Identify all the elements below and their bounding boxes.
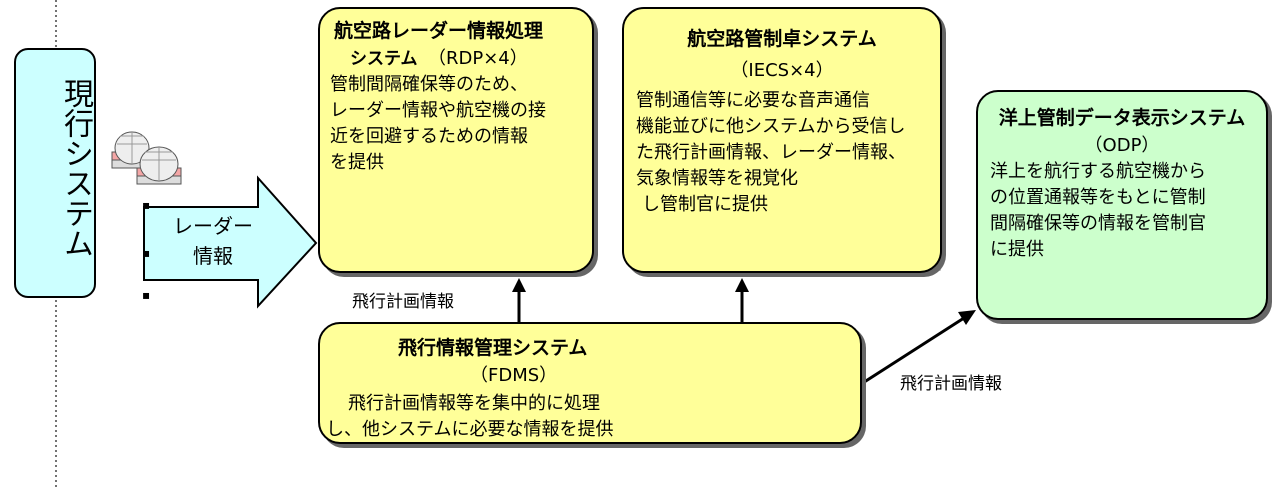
iecs-desc-4: 気象情報等を視覚化 (636, 168, 798, 189)
rdp-title-line1: 航空路レーダー情報処理 (334, 20, 544, 42)
iecs-desc-2: 機能並びに他システムから受信し (636, 116, 906, 137)
odp-desc-1: 洋上を航行する航空機から (990, 161, 1206, 182)
radar-dome-icon (136, 146, 182, 185)
fdms-title: 飛行情報管理システム (398, 337, 588, 359)
odp-box: 洋上管制データ表示システム （ODP） 洋上を航行する航空機から の位置通報等を… (976, 90, 1268, 320)
iecs-desc-5: し管制官に提供 (642, 194, 768, 215)
odp-desc-4: に提供 (990, 239, 1044, 260)
rdp-box: 航空路レーダー情報処理 システム （RDP×4） 管制間隔確保等のため、 レーダ… (318, 7, 594, 273)
rdp-title-line2: システム (350, 49, 418, 69)
rdp-desc-3: 近を回避するための情報 (330, 126, 528, 147)
rdp-desc-4: を提供 (330, 152, 384, 173)
current-system-label: 現行システム (14, 48, 96, 298)
fdms-desc-2: し、他システムに必要な情報を提供 (326, 419, 614, 440)
current-system-text: 現行システム (58, 78, 93, 258)
flight-plan-label-right: 飛行計画情報 (900, 374, 1002, 394)
rdp-code: （RDP×4） (428, 48, 528, 69)
odp-title: 洋上管制データ表示システム (998, 107, 1246, 129)
iecs-title: 航空路管制卓システム (687, 28, 877, 50)
iecs-desc-1: 管制通信等に必要な音声通信 (636, 90, 870, 111)
fdms-desc-1: 飛行計画情報等を集中的に処理 (348, 393, 600, 414)
bullet: ▪ (142, 198, 151, 212)
iecs-code: （IECS×4） (730, 60, 834, 81)
rdp-desc-2: レーダー情報や航空機の接 (330, 100, 546, 121)
fdms-code: （FDMS） (470, 365, 558, 386)
flight-plan-label-left: 飛行計画情報 (352, 292, 454, 312)
radar-info-arrow (143, 175, 318, 309)
radar-arrow-label-1: レーダー (173, 214, 253, 238)
arrow-fdms-to-odp (857, 316, 965, 388)
bullet: ▪ (142, 246, 151, 260)
arrow-fdms-to-iecs-head (735, 278, 749, 292)
bullet: ▪ (142, 288, 151, 302)
radar-arrow-label-2: 情報 (193, 244, 233, 268)
odp-desc-3: 間隔確保等の情報を管制官 (990, 213, 1206, 234)
iecs-desc-3: た飛行計画情報、レーダー情報、 (636, 142, 906, 163)
arrow-fdms-to-odp-head (958, 310, 976, 325)
odp-desc-2: の位置通報等をもとに管制 (990, 187, 1206, 208)
iecs-box: 航空路管制卓システム （IECS×4） 管制通信等に必要な音声通信 機能並びに他… (622, 7, 942, 273)
fdms-box: 飛行情報管理システム （FDMS） 飛行計画情報等を集中的に処理 し、他システム… (318, 322, 862, 444)
odp-code: （ODP） (1084, 135, 1160, 156)
arrow-fdms-to-rdp-head (512, 278, 526, 292)
rdp-desc-1: 管制間隔確保等のため、 (330, 74, 528, 95)
